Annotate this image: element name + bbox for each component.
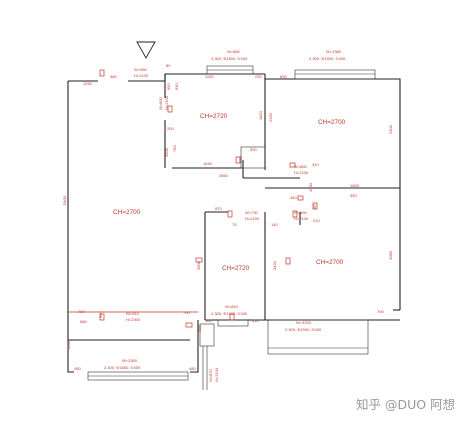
door-3-width: W=730 <box>245 210 259 215</box>
room-labels: CH=2720 CH=2700 CH=2700 CH=2720 CH=2700 <box>113 113 346 272</box>
window-mid-lower-width: W=810 <box>225 304 239 309</box>
door-left-mid-height: H=2300 <box>126 317 141 322</box>
dim-360: 360 <box>110 74 117 79</box>
dim-5400: 5400 <box>62 195 67 205</box>
window-top-mid-width: W=860 <box>227 49 241 54</box>
door-labels: W=980 H=2100 W=910 H=2300 W=850 H=2100 W… <box>126 67 309 382</box>
window-top-right <box>294 69 376 80</box>
dim-3420: 3420 <box>272 260 277 270</box>
window-bottom-left-spec: 2,300, Φ1800, 5'400 <box>104 365 141 370</box>
window-frames <box>87 65 376 390</box>
balcony-right <box>267 319 369 355</box>
room-label-left-large: CH=2700 <box>113 209 141 216</box>
door-2-height: H=2100 <box>294 216 309 221</box>
door-1-width: W=850 <box>294 164 308 169</box>
dim-80: 80 <box>166 63 171 68</box>
dim-1330: 1330 <box>66 340 71 350</box>
door-markers <box>68 69 318 328</box>
dim-450: 450 <box>74 366 81 371</box>
dim-2400: 2400 <box>388 124 393 134</box>
dim-200: 200 <box>167 126 174 131</box>
room-label-right-lower: CH=2700 <box>316 259 344 266</box>
dim-700b: 700 <box>183 310 190 315</box>
dim-570: 570 <box>238 156 243 163</box>
window-labels: W=860 2,300, Φ1500, 5'400 W=1380 2,300, … <box>104 49 346 370</box>
door-4-width: W=800 <box>158 96 163 110</box>
window-bottom-left-width: W=3360 <box>122 358 138 363</box>
dim-160: 160 <box>205 318 212 323</box>
door-left-mid-width: W=910 <box>126 311 140 316</box>
window-top-right-spec: 2,300, Φ1500, 5'400 <box>309 56 346 61</box>
room-label-middle-lower: CH=2720 <box>222 265 250 272</box>
window-top-right-width: W=1380 <box>326 49 342 54</box>
dim-230: 230 <box>255 74 262 79</box>
dim-140: 140 <box>271 222 278 227</box>
dim-1810: 1810 <box>258 110 263 120</box>
door-5-width: W=870 <box>208 368 213 382</box>
window-right-lower-spec: 2,300, Φ1500, 5'400 <box>285 327 322 332</box>
window-mid-lower-spec: 2,300, Φ1500, 5'400 <box>211 311 248 316</box>
dim-1640: 1640 <box>203 161 213 166</box>
dim-1100: 1100 <box>205 74 214 79</box>
room-label-top-middle: CH=2720 <box>200 113 228 120</box>
window-right-lower-width: W=3320 <box>296 320 312 325</box>
dim-2320: 2320 <box>268 112 273 122</box>
room-label-top-right: CH=2700 <box>318 119 346 126</box>
dim-1200: 1200 <box>164 147 169 157</box>
dim-440: 440 <box>290 195 297 200</box>
dim-3600: 3600 <box>196 260 201 270</box>
watermark: 知乎 @DUO 阿想 <box>356 397 455 412</box>
dim-610: 610 <box>252 318 259 323</box>
dim-75: 75 <box>232 222 237 227</box>
window-mid-lower <box>217 319 249 327</box>
window-top-mid-spec: 2,300, Φ1500, 5'400 <box>211 56 248 61</box>
door-entry-height: H=2100 <box>134 73 149 78</box>
dim-2860: 2860 <box>219 173 229 178</box>
door-3-height: H=2100 <box>245 216 260 221</box>
door-2-width: W=850 <box>294 210 308 215</box>
dim-320: 320 <box>197 325 202 332</box>
dim-1260: 1260 <box>83 81 93 86</box>
dim-700c: 700 <box>377 309 384 314</box>
door-4-height: H=2100 <box>164 95 169 110</box>
door-1-height: H=2100 <box>294 170 309 175</box>
dim-3080: 3080 <box>388 250 393 260</box>
dim-1030: 1030 <box>308 182 313 192</box>
dim-90: 90 <box>312 204 317 209</box>
dim-1820: 1820 <box>350 183 360 188</box>
dim-210: 210 <box>313 218 320 223</box>
dim-340: 340 <box>98 311 103 318</box>
dim-690: 690 <box>166 83 171 90</box>
dim-750: 750 <box>172 145 177 152</box>
dim-680: 680 <box>80 319 87 324</box>
dim-480: 480 <box>189 366 196 371</box>
dim-350: 350 <box>350 193 357 198</box>
dim-630: 630 <box>174 83 179 90</box>
dim-830: 830 <box>280 74 287 79</box>
window-small-side <box>199 323 215 347</box>
dimension-labels: 360 80 1100 230 830 1260 690 630 200 120… <box>62 63 393 371</box>
dim-870: 870 <box>215 206 222 211</box>
dim-310: 310 <box>312 162 319 167</box>
dim-700a: 700 <box>78 309 85 314</box>
dim-300: 300 <box>250 147 257 152</box>
north-marker-icon <box>136 41 156 59</box>
door-entry-width: W=980 <box>134 67 148 72</box>
door-5-height: H=2100 <box>214 367 219 382</box>
